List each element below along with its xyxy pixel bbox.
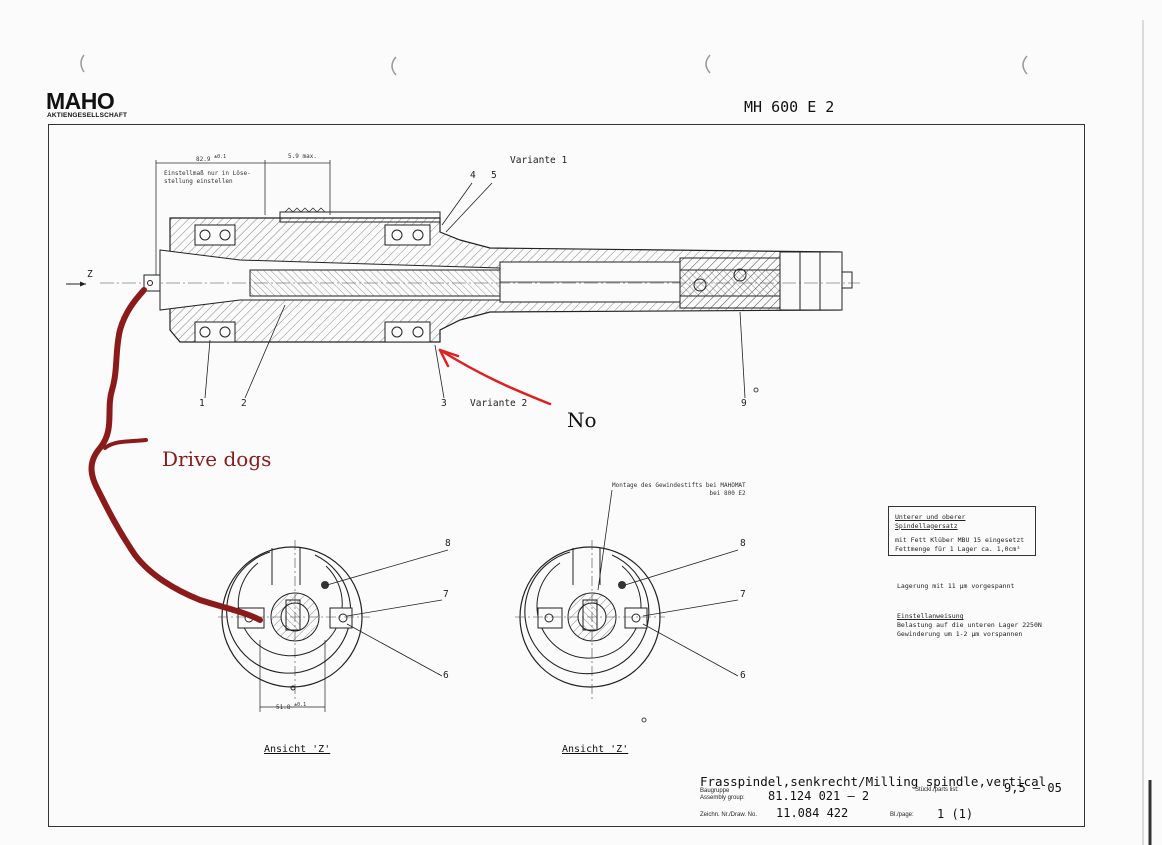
view-left-callout-6: 6 [443,670,449,681]
view-right-callout-8: 8 [740,538,746,549]
assembly-group-value: 81.124 021 – 2 [768,789,870,803]
drawing-number-label: Zeichn. Nr./Draw. No. [700,812,758,818]
adjustment-title: Einstellanweisung [897,612,964,620]
setting-note: Einstellmaß nur in Löse- stellung einste… [164,170,251,185]
drawing-frame [48,124,1085,827]
title-block-title: Frasspindel,senkrecht/Milling spindle,ve… [700,774,1047,789]
dim-5-9: 5.9 max. [288,153,317,160]
preload-note: Lagerung mit 11 μm vorgespannt [897,582,1015,590]
callout-9: 9 [741,398,747,409]
maho-logo: MAHO [46,88,115,114]
view-z-label-right: Ansicht 'Z' [562,744,629,755]
maho-logo-subtitle: AKTIENGESELLSCHAFT [47,112,128,119]
view-left-callout-8: 8 [445,538,451,549]
callout-5: 5 [491,170,497,181]
variant-1-label: Variante 1 [510,155,568,166]
z-view-marker: Z [87,269,93,280]
dim-82-9: 82.9 ±0.1 [196,154,227,163]
adjustment-body: Belastung auf die unteren Lager 2250N Ge… [897,621,1042,638]
no-annotation: No [567,408,597,432]
callout-4: 4 [470,170,476,181]
view-left-callout-7: 7 [443,589,449,600]
montage-note: Montage des Gewindestifts bei MAHOMAT be… [612,482,746,497]
bearing-note-box: Unterer und oberer Spindellagersatz mit … [888,506,1036,556]
view-right-callout-7: 7 [740,589,746,600]
callout-1: 1 [199,398,205,409]
bearing-note-body: mit Fett Klüber MBU 15 eingesetzt Fettme… [895,536,1025,553]
drawing-number-value: 11.084 422 [776,806,849,820]
page-value: 1 (1) [937,807,974,821]
drive-dogs-annotation: Drive dogs [162,447,272,471]
variant-2-label: Variante 2 [470,398,528,409]
view-z-label-left: Ansicht 'Z' [264,744,331,755]
callout-3: 3 [441,398,447,409]
bearing-note-title: Unterer und oberer Spindellagersatz [895,513,966,530]
assembly-group-label: Baugruppe Assembly group: [700,788,745,801]
dim-51-8: 51.8 ±0.1 [276,702,307,711]
parts-list-value: 9,5 – 05 [1004,781,1062,795]
model-number: MH 600 E 2 [744,98,835,116]
view-right-callout-6: 6 [740,670,746,681]
callout-2: 2 [241,398,247,409]
page-label: Bl./page: [890,812,914,818]
parts-list-label: Stückl./parts list: [915,787,959,793]
